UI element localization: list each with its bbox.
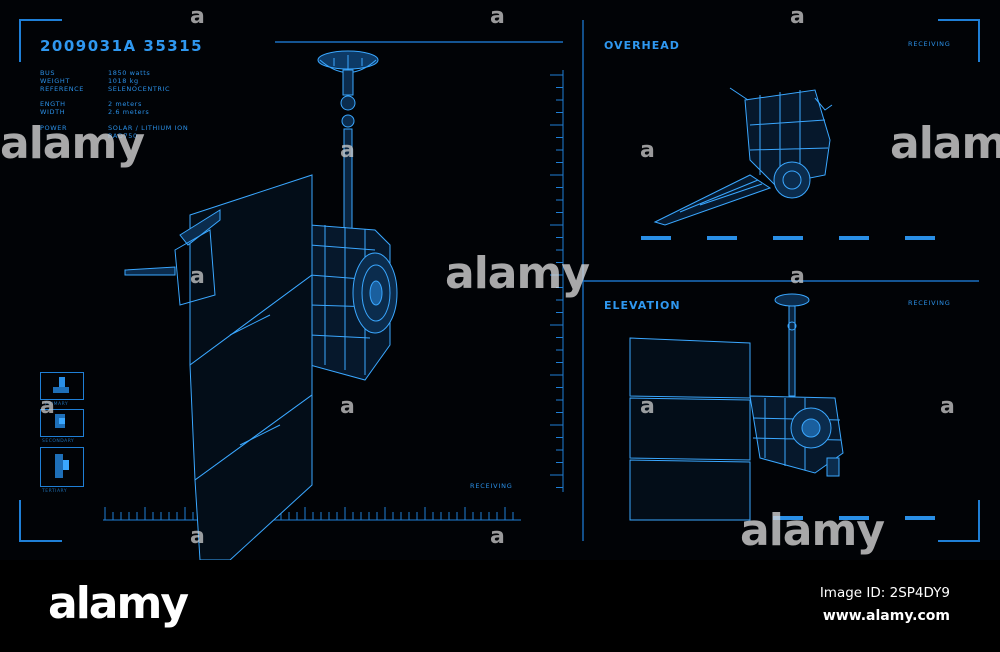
watermark-letter: a [940,394,955,419]
elevation-title: ELEVATION [604,299,681,312]
thumb-tertiary[interactable] [40,447,84,487]
watermark-letter: a [190,264,205,289]
watermark-letter: a [190,4,205,29]
thumb-secondary[interactable] [40,409,84,437]
watermark-letter: a [490,524,505,549]
corner-bracket-tl [19,19,62,62]
watermark-letter: a [340,138,355,163]
thumb-primary[interactable] [40,372,84,400]
image-id: Image ID: 2SP4DY9 [819,585,950,601]
elevation-status-label: RECEIVING [908,299,951,307]
watermark-letter: a [790,264,805,289]
hud-frame [19,19,980,542]
watermark-text: alamy [740,505,885,556]
overhead-status-label: RECEIVING [908,40,951,48]
watermark-letter: a [340,394,355,419]
overhead-title: OVERHEAD [604,39,680,52]
corner-bracket-br [938,500,980,542]
spec-row: RAD750 [108,132,138,140]
site-url[interactable]: www.alamy.com [822,608,950,624]
stock-footer [0,560,1000,652]
thumb-tertiary-preview [55,454,69,478]
corner-bracket-bl [19,500,62,542]
thumb-secondary-preview [55,414,65,428]
satellite-designation: 2009031A 35315 [40,37,204,55]
watermark-letter: a [490,4,505,29]
watermark-text: alamy [890,118,1000,169]
watermark-text: alamy [0,118,145,169]
corner-bracket-tr [938,19,980,62]
thumb-tertiary-label: TERTIARY [42,489,68,494]
watermark-letter: a [640,394,655,419]
vertical-ruler [550,70,564,492]
thumb-primary-label: PRIMARY [45,402,69,407]
watermark-letter: a [790,4,805,29]
watermark-text: alamy [445,248,590,299]
main-status-label: RECEIVING [470,482,513,490]
watermark-letter: a [40,394,55,419]
thumb-primary-preview [53,377,69,393]
thumb-secondary-label: SECONDARY [42,439,75,444]
alamy-logo: alamy [48,578,189,629]
satellite-wireframe-main [124,50,398,561]
satellite-wireframe-overhead [653,87,833,226]
watermark-letter: a [190,524,205,549]
watermark-letter: a [640,138,655,163]
satellite-wireframe-elevation [629,293,844,521]
